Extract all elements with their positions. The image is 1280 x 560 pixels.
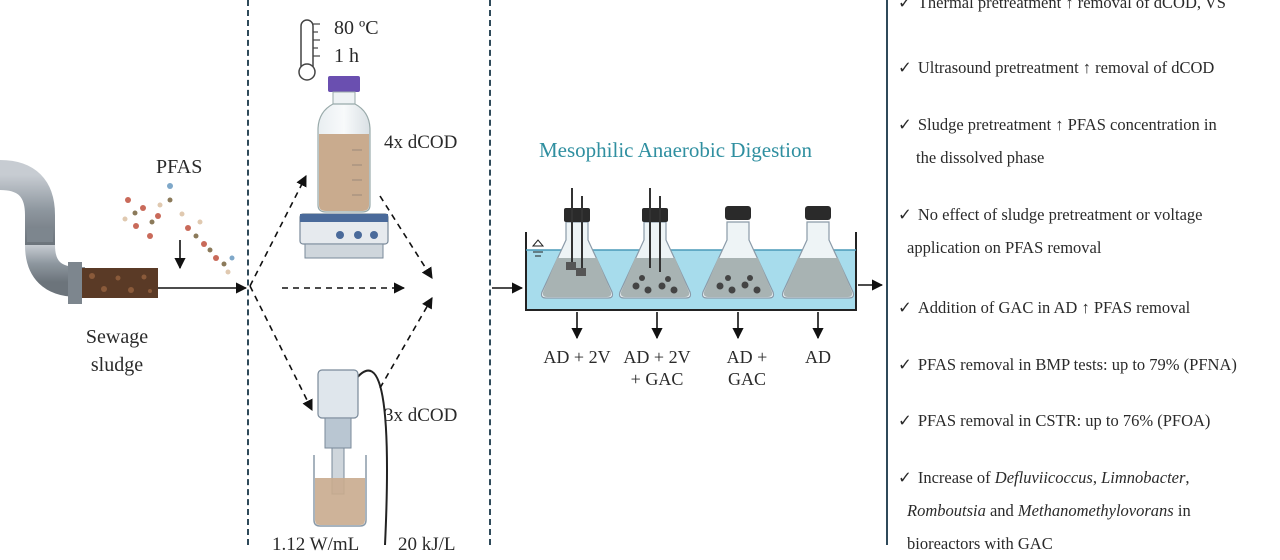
finding-item-8: ✓Increase of Defluviicoccus, Limnobacter… xyxy=(898,468,1191,553)
reactor-label-ad-2v: AD + 2V xyxy=(543,347,611,367)
thermometer-icon xyxy=(298,19,320,81)
flask-ad-2v xyxy=(540,188,614,299)
divider-middle xyxy=(489,0,491,545)
reactor-down-arrows xyxy=(571,312,824,340)
check-icon: ✓ xyxy=(898,0,912,12)
finding-item-4: ✓No effect of sludge pretreatment or vol… xyxy=(898,205,1203,257)
divider-left xyxy=(247,0,249,545)
check-icon: ✓ xyxy=(898,468,912,487)
pfas-label: PFAS xyxy=(156,156,203,178)
check-icon: ✓ xyxy=(898,355,912,374)
sewage-sludge-label: Sewage sludge xyxy=(85,326,149,376)
reactor-label-ad: AD xyxy=(805,347,831,367)
ultrasound-power: 1.12 W/mL xyxy=(272,534,360,555)
check-icon: ✓ xyxy=(898,58,912,77)
finding-item-1: ✓Thermal pretreatment ↑ removal of dCOD,… xyxy=(898,0,1278,19)
finding-item-7: ✓PFAS removal in CSTR: up to 76% (PFOA) xyxy=(898,411,1211,430)
finding-item-5: ✓Addition of GAC in AD ↑ PFAS removal xyxy=(898,298,1191,317)
bottle-hotplate xyxy=(299,76,389,259)
sewage-pipe xyxy=(0,160,158,304)
ultrasound-result: 3x dCOD xyxy=(384,405,458,426)
check-icon: ✓ xyxy=(898,205,912,224)
finding-item-2: ✓Ultrasound pretreatment ↑ removal of dC… xyxy=(898,58,1215,77)
pfas-molecules xyxy=(122,183,235,275)
pretreatment-arrows xyxy=(249,175,433,412)
diagram-graphics xyxy=(0,19,884,545)
findings-panel-border xyxy=(886,0,888,545)
reactor-label-ad-gac: AD +GAC xyxy=(726,347,768,389)
finding-item-6: ✓PFAS removal in BMP tests: up to 79% (P… xyxy=(898,355,1237,374)
ultrasound-probe xyxy=(313,369,388,545)
flask-ad-2v-gac xyxy=(618,188,692,299)
digestion-title: Mesophilic Anaerobic Digestion xyxy=(539,138,812,162)
flask-ad xyxy=(781,206,855,299)
finding-item-3: ✓Sludge pretreatment ↑ PFAS concentratio… xyxy=(898,115,1217,167)
check-icon: ✓ xyxy=(898,411,912,430)
thermal-result: 4x dCOD xyxy=(384,132,458,153)
ultrasound-energy: 20 kJ/L xyxy=(398,534,456,555)
check-icon: ✓ xyxy=(898,115,912,134)
reactor-label-ad-2v-gac: AD + 2V+ GAC xyxy=(623,347,691,389)
check-icon: ✓ xyxy=(898,298,912,317)
thermal-temperature: 80 ºC xyxy=(334,17,379,39)
flask-ad-gac xyxy=(701,206,775,299)
thermal-duration: 1 h xyxy=(334,45,359,67)
